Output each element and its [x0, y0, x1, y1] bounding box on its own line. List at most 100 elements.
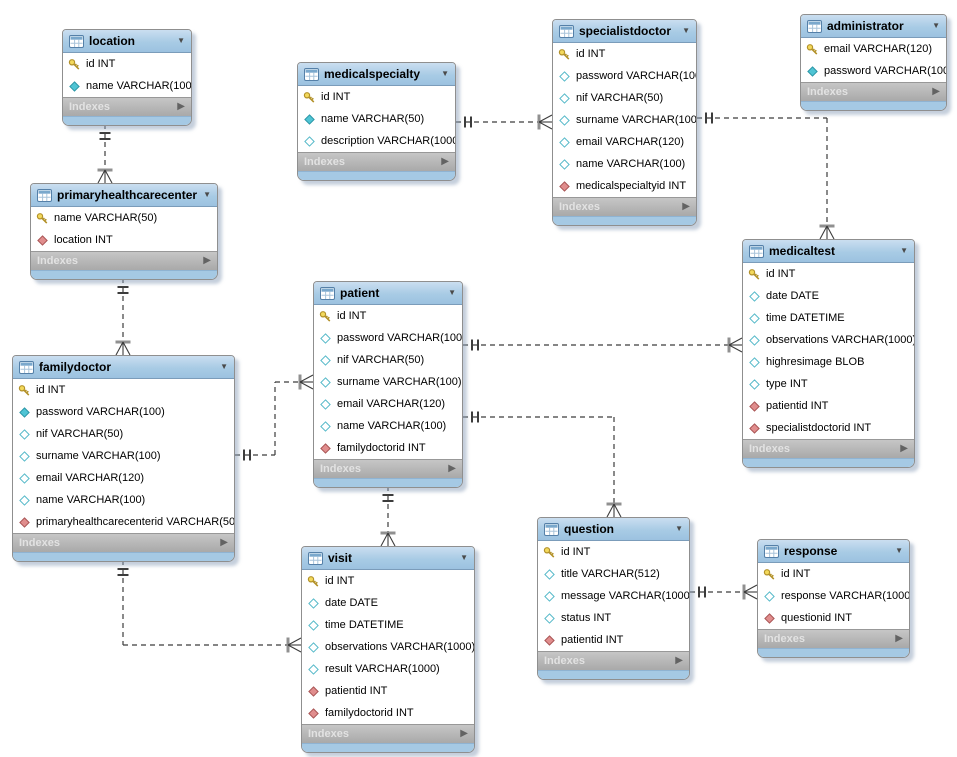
- column-row-questionid[interactable]: questionid INT: [758, 607, 909, 629]
- expand-arrow-icon[interactable]: ▶: [460, 728, 468, 739]
- column-row-id[interactable]: id INT: [758, 563, 909, 585]
- column-row-location[interactable]: location INT: [31, 229, 217, 251]
- expand-arrow-icon[interactable]: ▶: [220, 537, 228, 548]
- column-row-name[interactable]: name VARCHAR(50): [298, 108, 455, 130]
- relationship-question-response[interactable]: [690, 584, 758, 600]
- relationship-familydoctor-patient[interactable]: [235, 374, 314, 461]
- collapse-icon[interactable]: ▼: [220, 362, 228, 371]
- collapse-icon[interactable]: ▼: [460, 553, 468, 562]
- collapse-icon[interactable]: ▼: [682, 26, 690, 35]
- column-row-surname[interactable]: surname VARCHAR(100): [553, 109, 696, 131]
- column-row-id[interactable]: id INT: [302, 570, 474, 592]
- relationship-patient-question[interactable]: [463, 411, 622, 518]
- expand-arrow-icon[interactable]: ▶: [932, 86, 940, 97]
- column-row-id[interactable]: id INT: [538, 541, 689, 563]
- column-row-observations[interactable]: observations VARCHAR(1000): [743, 329, 914, 351]
- collapse-icon[interactable]: ▼: [675, 524, 683, 533]
- collapse-icon[interactable]: ▼: [932, 21, 940, 30]
- indexes-footer[interactable]: Indexes▶: [553, 197, 696, 216]
- table-header-location[interactable]: location▼: [63, 30, 191, 53]
- column-row-email[interactable]: email VARCHAR(120): [553, 131, 696, 153]
- expand-arrow-icon[interactable]: ▶: [895, 633, 903, 644]
- column-row-email[interactable]: email VARCHAR(120): [314, 393, 462, 415]
- column-row-id[interactable]: id INT: [743, 263, 914, 285]
- indexes-footer[interactable]: Indexes▶: [13, 533, 234, 552]
- indexes-footer[interactable]: Indexes▶: [314, 459, 462, 478]
- column-row-id[interactable]: id INT: [298, 86, 455, 108]
- table-header-familydoctor[interactable]: familydoctor▼: [13, 356, 234, 379]
- expand-arrow-icon[interactable]: ▶: [203, 255, 211, 266]
- column-row-name[interactable]: name VARCHAR(100): [314, 415, 462, 437]
- column-row-specialistdoctorid[interactable]: specialistdoctorid INT: [743, 417, 914, 439]
- column-row-medicalspecialtyid[interactable]: medicalspecialtyid INT: [553, 175, 696, 197]
- column-row-surname[interactable]: surname VARCHAR(100): [314, 371, 462, 393]
- column-row-time[interactable]: time DATETIME: [302, 614, 474, 636]
- collapse-icon[interactable]: ▼: [448, 288, 456, 297]
- table-header-medicaltest[interactable]: medicaltest▼: [743, 240, 914, 263]
- column-row-password[interactable]: password VARCHAR(100): [314, 327, 462, 349]
- column-row-date[interactable]: date DATE: [743, 285, 914, 307]
- indexes-footer[interactable]: Indexes▶: [63, 97, 191, 116]
- expand-arrow-icon[interactable]: ▶: [448, 463, 456, 474]
- column-row-email[interactable]: email VARCHAR(120): [13, 467, 234, 489]
- column-row-password[interactable]: password VARCHAR(100): [553, 65, 696, 87]
- column-row-password[interactable]: password VARCHAR(100): [13, 401, 234, 423]
- indexes-footer[interactable]: Indexes▶: [801, 82, 946, 101]
- indexes-footer[interactable]: Indexes▶: [743, 439, 914, 458]
- column-row-name[interactable]: name VARCHAR(100): [553, 153, 696, 175]
- collapse-icon[interactable]: ▼: [441, 69, 449, 78]
- expand-arrow-icon[interactable]: ▶: [682, 201, 690, 212]
- column-row-nif[interactable]: nif VARCHAR(50): [553, 87, 696, 109]
- table-administrator[interactable]: administrator▼email VARCHAR(120)password…: [800, 14, 947, 111]
- table-header-question[interactable]: question▼: [538, 518, 689, 541]
- relationship-primaryhealthcarecenter-familydoctor[interactable]: [115, 278, 131, 356]
- table-header-medicalspecialty[interactable]: medicalspecialty▼: [298, 63, 455, 86]
- table-header-specialistdoctor[interactable]: specialistdoctor▼: [553, 20, 696, 43]
- table-header-administrator[interactable]: administrator▼: [801, 15, 946, 38]
- column-row-id[interactable]: id INT: [553, 43, 696, 65]
- column-row-id[interactable]: id INT: [13, 379, 234, 401]
- column-row-primaryhealthcarecenterid[interactable]: primaryhealthcarecenterid VARCHAR(50): [13, 511, 234, 533]
- relationship-location-primaryhealthcarecenter[interactable]: [97, 124, 113, 184]
- table-header-primaryhealthcarecenter[interactable]: primaryhealthcarecenter▼: [31, 184, 217, 207]
- collapse-icon[interactable]: ▼: [177, 36, 185, 45]
- expand-arrow-icon[interactable]: ▶: [900, 443, 908, 454]
- indexes-footer[interactable]: Indexes▶: [538, 651, 689, 670]
- column-row-name[interactable]: name VARCHAR(100): [13, 489, 234, 511]
- column-row-id[interactable]: id INT: [314, 305, 462, 327]
- column-row-email[interactable]: email VARCHAR(120): [801, 38, 946, 60]
- relationship-specialistdoctor-medicaltest[interactable]: [697, 112, 835, 240]
- expand-arrow-icon[interactable]: ▶: [441, 156, 449, 167]
- indexes-footer[interactable]: Indexes▶: [298, 152, 455, 171]
- column-row-patientid[interactable]: patientid INT: [302, 680, 474, 702]
- column-row-result[interactable]: result VARCHAR(1000): [302, 658, 474, 680]
- table-primaryhealthcarecenter[interactable]: primaryhealthcarecenter▼name VARCHAR(50)…: [30, 183, 218, 280]
- column-row-highresimage[interactable]: highresimage BLOB: [743, 351, 914, 373]
- column-row-title[interactable]: title VARCHAR(512): [538, 563, 689, 585]
- relationship-patient-visit[interactable]: [380, 486, 396, 547]
- column-row-familydoctorid[interactable]: familydoctorid INT: [314, 437, 462, 459]
- table-header-visit[interactable]: visit▼: [302, 547, 474, 570]
- column-row-password[interactable]: password VARCHAR(100): [801, 60, 946, 82]
- column-row-status[interactable]: status INT: [538, 607, 689, 629]
- indexes-footer[interactable]: Indexes▶: [758, 629, 909, 648]
- table-header-response[interactable]: response▼: [758, 540, 909, 563]
- collapse-icon[interactable]: ▼: [203, 190, 211, 199]
- collapse-icon[interactable]: ▼: [900, 246, 908, 255]
- relationship-patient-medicaltest[interactable]: [463, 337, 743, 353]
- relationship-medicalspecialty-specialistdoctor[interactable]: [456, 114, 553, 130]
- column-row-patientid[interactable]: patientid INT: [743, 395, 914, 417]
- column-row-surname[interactable]: surname VARCHAR(100): [13, 445, 234, 467]
- table-header-patient[interactable]: patient▼: [314, 282, 462, 305]
- column-row-date[interactable]: date DATE: [302, 592, 474, 614]
- column-row-message[interactable]: message VARCHAR(1000): [538, 585, 689, 607]
- column-row-familydoctorid[interactable]: familydoctorid INT: [302, 702, 474, 724]
- indexes-footer[interactable]: Indexes▶: [302, 724, 474, 743]
- indexes-footer[interactable]: Indexes▶: [31, 251, 217, 270]
